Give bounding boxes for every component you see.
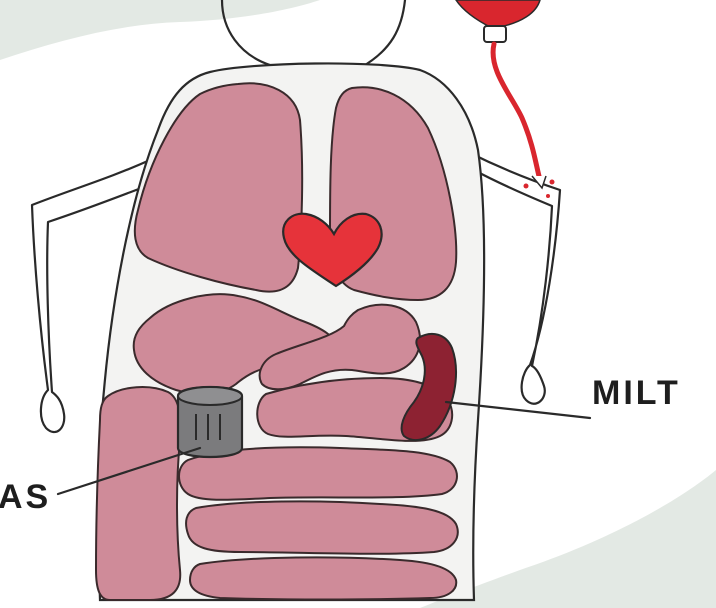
spleen-label: MILT xyxy=(592,374,681,413)
cylinder-device-icon xyxy=(178,387,242,457)
pancreas-label-partial: AS xyxy=(0,478,51,517)
left-lung xyxy=(135,83,302,291)
background-blob-top xyxy=(0,0,320,60)
small-intestine-lower xyxy=(186,501,458,553)
small-intestine-bottom xyxy=(190,557,456,599)
colon-left xyxy=(96,387,181,600)
